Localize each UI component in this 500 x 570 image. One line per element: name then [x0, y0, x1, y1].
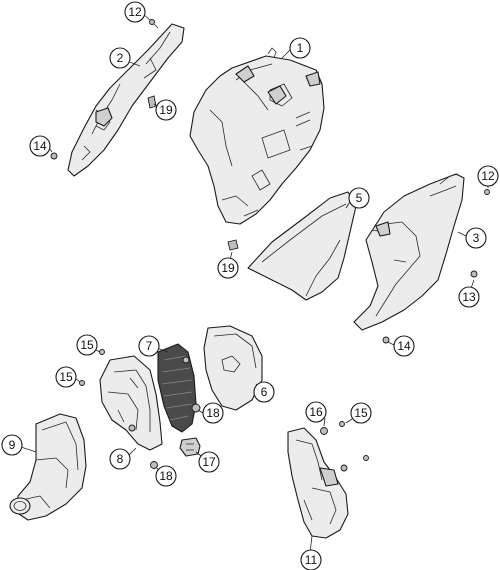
callout-label: 12: [481, 169, 495, 183]
part-6-airbox-cover: [203, 325, 263, 411]
callout-label: 19: [159, 103, 173, 117]
part-5-side-panel: [247, 191, 357, 301]
callout-17: 17: [198, 451, 220, 473]
callout-16: 16: [305, 401, 327, 423]
callout-19-top: 19: [155, 99, 177, 121]
callout-12-right: 12: [477, 165, 499, 187]
callout-9: 9: [1, 434, 23, 456]
callout-label: 19: [221, 261, 235, 275]
callout-label: 3: [473, 231, 480, 245]
part-3-right-side-cover: [353, 173, 465, 331]
callout-label: 13: [462, 290, 476, 304]
callout-18-bottom: 18: [155, 465, 177, 487]
callout-8: 8: [109, 448, 131, 470]
callout-15-left: 15: [55, 366, 77, 388]
part-7-air-filter: [157, 343, 197, 433]
callout-label: 16: [309, 405, 323, 419]
callout-label: 14: [33, 139, 47, 153]
callout-label: 2: [117, 51, 124, 65]
part-9-intake-boot: [9, 413, 87, 521]
callout-14-right: 14: [393, 335, 415, 357]
callout-label: 9: [9, 438, 16, 452]
callout-3: 3: [465, 227, 487, 249]
callout-label: 18: [206, 406, 220, 420]
callout-2: 2: [109, 47, 131, 69]
part-17-clamp: [179, 437, 201, 457]
callout-11: 11: [300, 549, 322, 570]
callout-label: 8: [117, 452, 124, 466]
callout-1: 1: [289, 37, 311, 59]
callout-13: 13: [458, 286, 480, 308]
callout-18-right: 18: [202, 402, 224, 424]
callout-5: 5: [348, 187, 370, 209]
callout-label: 1: [297, 41, 304, 55]
callout-7: 7: [138, 335, 160, 357]
part-11-lower-panel: [287, 427, 349, 539]
part-1-main-cover: [189, 47, 325, 225]
callout-label: 6: [261, 385, 268, 399]
callout-label: 14: [397, 339, 411, 353]
callout-15-top: 15: [76, 334, 98, 356]
part-2-left-side-cover: [67, 23, 185, 177]
part-8-filter-cage: [99, 355, 163, 451]
callout-label: 12: [128, 5, 142, 19]
callout-label: 15: [354, 406, 368, 420]
callout-14-left: 14: [29, 135, 51, 157]
hardware-fasteners: [50, 19, 490, 472]
callout-label: 5: [356, 191, 363, 205]
callout-label: 11: [305, 553, 318, 567]
callout-label: 15: [80, 338, 94, 352]
callout-label: 18: [159, 469, 173, 483]
callout-15-right: 15: [350, 402, 372, 424]
callout-label: 15: [59, 370, 73, 384]
callout-19-middle: 19: [217, 257, 239, 279]
callout-label: 17: [202, 455, 216, 469]
callout-12-top-left: 12: [124, 1, 146, 23]
callout-6: 6: [253, 381, 275, 403]
callout-label: 7: [146, 339, 153, 353]
